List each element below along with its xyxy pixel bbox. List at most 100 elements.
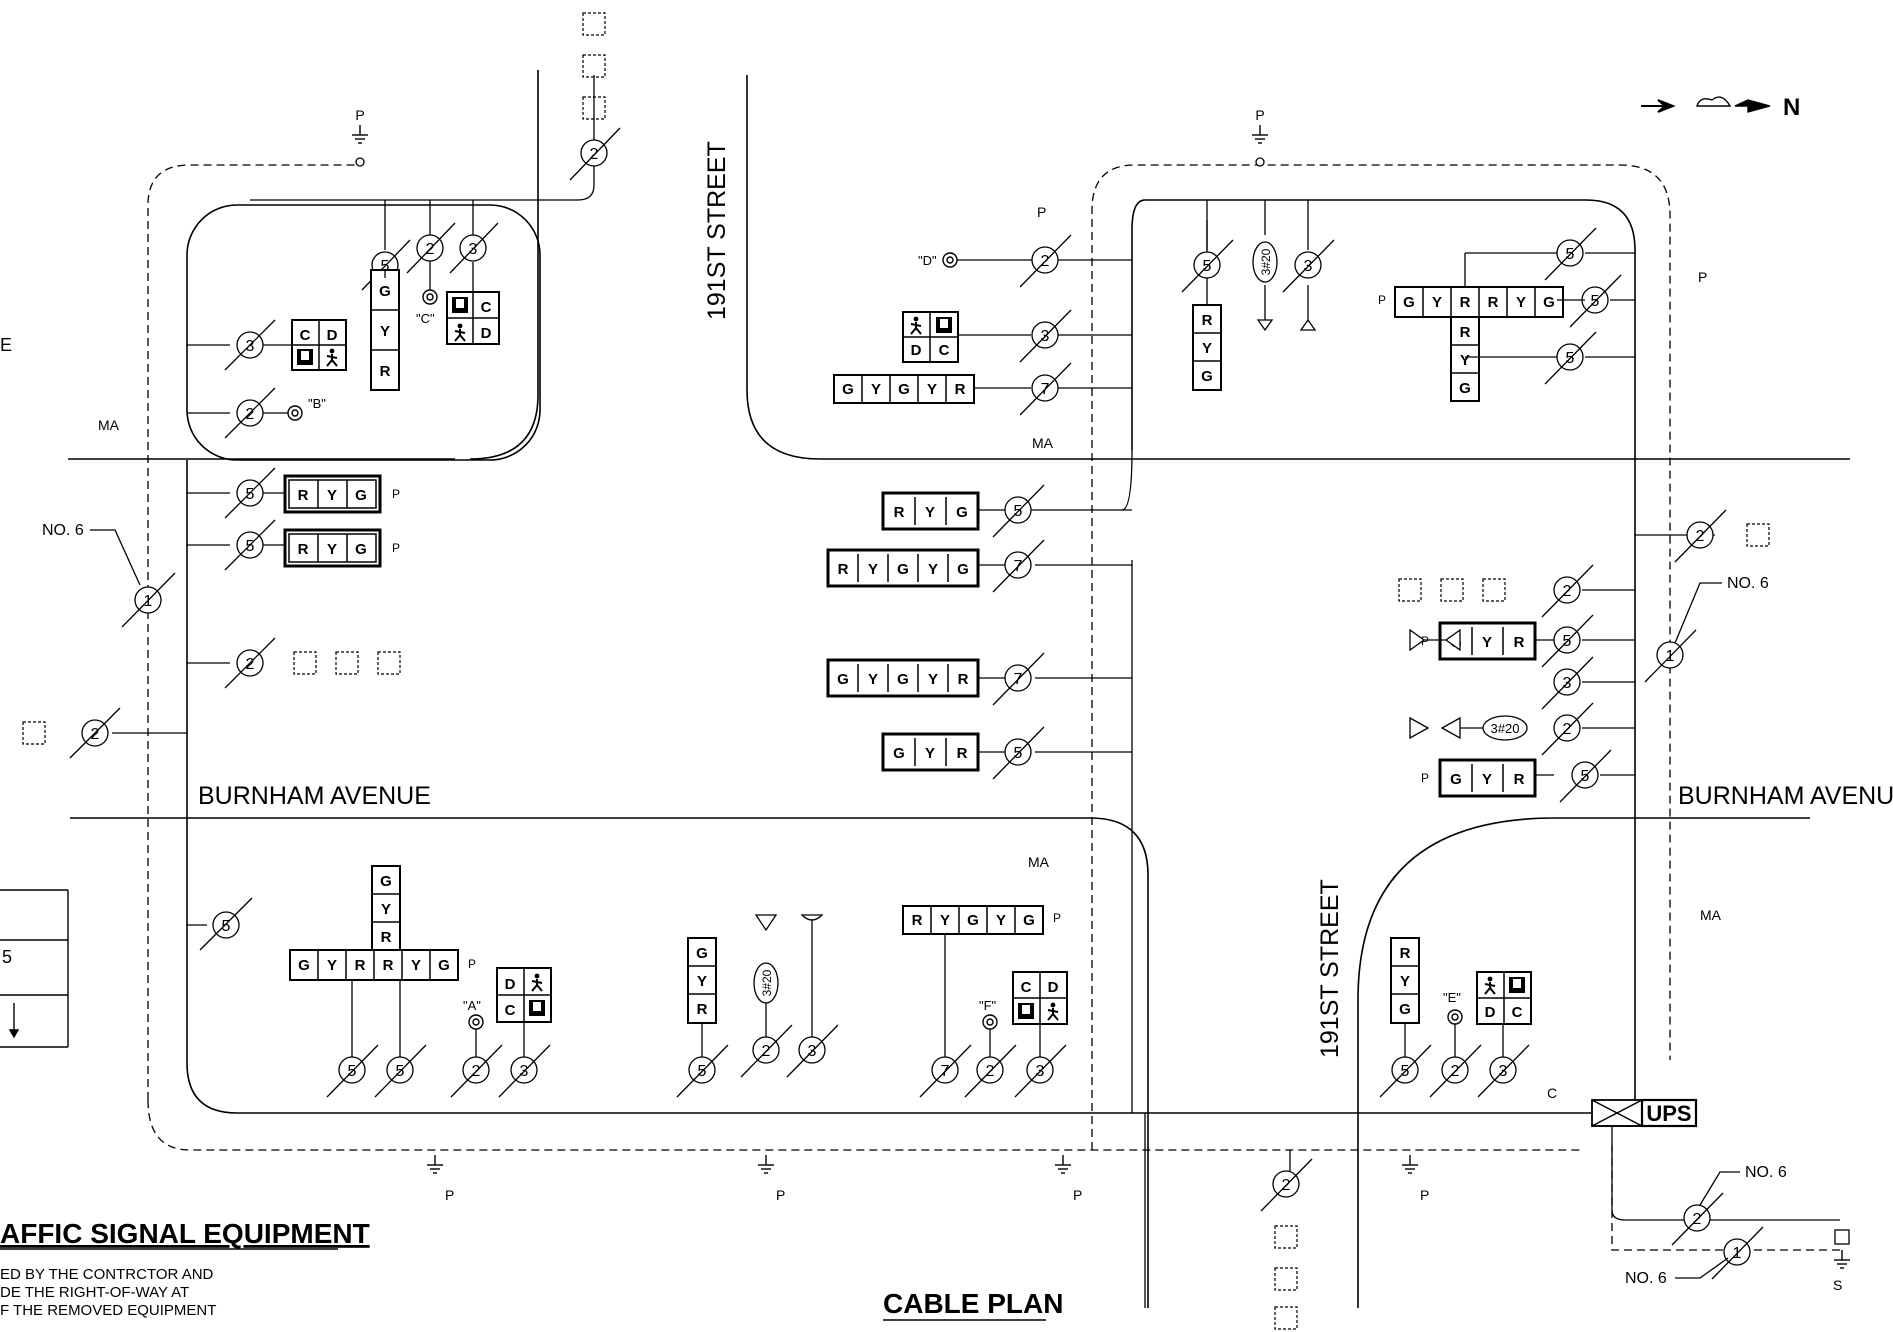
svg-text:1: 1 bbox=[144, 593, 153, 610]
svg-text:R: R bbox=[355, 957, 366, 974]
svg-text:Y: Y bbox=[871, 381, 881, 398]
svg-text:R: R bbox=[912, 912, 923, 929]
cable-circle: 2 bbox=[1541, 702, 1594, 756]
cable-circle: 2 bbox=[1674, 509, 1727, 563]
svg-text:7: 7 bbox=[1014, 671, 1023, 688]
equipment-heading: AFFIC SIGNAL EQUIPMENT bbox=[0, 1218, 370, 1249]
svg-text:Y: Y bbox=[925, 745, 935, 762]
svg-text:D: D bbox=[1048, 979, 1059, 996]
svg-text:Y: Y bbox=[327, 487, 337, 504]
svg-text:2: 2 bbox=[762, 1043, 771, 1060]
cable-circle: 5 bbox=[1544, 331, 1597, 385]
detectors: "C" "B" "D" "A" "F" "E" bbox=[287, 252, 1463, 1030]
svg-text:R: R bbox=[1514, 771, 1525, 788]
svg-text:P: P bbox=[445, 1187, 454, 1203]
cable-circle: 7 bbox=[919, 1044, 972, 1098]
svg-text:Y: Y bbox=[868, 671, 878, 688]
svg-text:R: R bbox=[838, 561, 849, 578]
cable-circle: 5 bbox=[199, 897, 253, 951]
svg-text:P: P bbox=[1255, 107, 1264, 123]
signal-head-horizontal: R Y G bbox=[881, 491, 980, 531]
signal-head-vertical: R Y G bbox=[1390, 937, 1420, 1024]
svg-text:3: 3 bbox=[1304, 258, 1313, 275]
svg-text:G: G bbox=[898, 381, 910, 398]
cable-size-markers: 2 5 2 3 3 2 5 5 1 2 2 5 5 5 2 3 5 2 3 7 … bbox=[69, 127, 1764, 1280]
svg-text:"E": "E" bbox=[1443, 990, 1461, 1005]
cable-circle: 3 bbox=[786, 1024, 839, 1078]
svg-text:NO. 6: NO. 6 bbox=[42, 522, 84, 539]
street-lines bbox=[68, 70, 1850, 1308]
cable-circle: 7 bbox=[992, 539, 1045, 593]
svg-text:C: C bbox=[1021, 979, 1032, 996]
svg-text:S: S bbox=[1833, 1277, 1842, 1293]
svg-text:5: 5 bbox=[1581, 768, 1590, 785]
svg-text:Y: Y bbox=[996, 912, 1006, 929]
svg-text:"F": "F" bbox=[979, 998, 997, 1013]
cable-circle: 5 bbox=[374, 1044, 427, 1098]
svg-text:P: P bbox=[1378, 293, 1386, 307]
svg-text:Y: Y bbox=[411, 957, 421, 974]
signal-head-horizontal: G Y R bbox=[881, 732, 980, 772]
svg-text:R: R bbox=[380, 363, 391, 380]
svg-text:R: R bbox=[1488, 294, 1499, 311]
cable-runs bbox=[112, 75, 1840, 1308]
svg-text:P: P bbox=[392, 487, 400, 501]
svg-text:Y: Y bbox=[1516, 294, 1526, 311]
svg-text:P: P bbox=[468, 957, 476, 971]
plan-title: CABLE PLAN bbox=[883, 1288, 1063, 1319]
svg-text:5: 5 bbox=[1566, 350, 1575, 367]
legend-table-value: 5 bbox=[2, 947, 12, 967]
svg-text:2: 2 bbox=[91, 726, 100, 743]
svg-text:R: R bbox=[1400, 945, 1411, 962]
svg-text:Y: Y bbox=[1432, 294, 1442, 311]
pedestrian-signal: C D bbox=[446, 291, 500, 345]
pedestrian-signal: C D bbox=[1012, 971, 1068, 1025]
svg-text:P: P bbox=[1420, 1187, 1429, 1203]
svg-text:"A": "A" bbox=[463, 998, 481, 1013]
conductor-callouts: NO. 6 NO. 6 NO. 6 NO. 6 bbox=[42, 522, 1787, 1287]
svg-text:R: R bbox=[1202, 312, 1213, 329]
svg-text:G: G bbox=[379, 283, 391, 300]
svg-text:G: G bbox=[1543, 294, 1555, 311]
svg-text:2: 2 bbox=[1563, 583, 1572, 600]
signal-heads: G Y R C D C D R bbox=[283, 269, 1564, 1025]
svg-text:R: R bbox=[1460, 294, 1471, 311]
cable-circle: 7 bbox=[992, 652, 1045, 706]
svg-text:2: 2 bbox=[986, 1063, 995, 1080]
signal-drops bbox=[263, 220, 1585, 1057]
conduit-dashed bbox=[147, 164, 1840, 1251]
svg-text:5: 5 bbox=[246, 538, 255, 555]
cable-circle: 5 bbox=[992, 484, 1045, 538]
svg-text:G: G bbox=[438, 957, 450, 974]
svg-text:5: 5 bbox=[1014, 745, 1023, 762]
svg-text:5: 5 bbox=[1014, 503, 1023, 520]
svg-text:D: D bbox=[911, 342, 922, 359]
svg-text:3: 3 bbox=[1041, 328, 1050, 345]
svg-text:Y: Y bbox=[928, 561, 938, 578]
signal-head-horizontal: G Y R P bbox=[1421, 621, 1537, 661]
svg-text:P: P bbox=[776, 1187, 785, 1203]
svg-text:NO. 6: NO. 6 bbox=[1727, 575, 1769, 592]
svg-text:3: 3 bbox=[1036, 1063, 1045, 1080]
svg-text:G: G bbox=[957, 561, 969, 578]
svg-text:Y: Y bbox=[380, 323, 390, 340]
signal-head-horizontal: G Y G Y R bbox=[826, 658, 980, 698]
svg-text:1: 1 bbox=[1666, 648, 1675, 665]
legend-table-fragment bbox=[0, 889, 69, 1048]
street-name-burnham-right: BURNHAM AVENUE bbox=[1678, 782, 1893, 810]
speaker-symbols bbox=[754, 285, 1483, 1037]
cable-circle: 3 bbox=[1541, 656, 1594, 710]
signal-head-vertical: G Y R bbox=[370, 269, 400, 391]
svg-text:Y: Y bbox=[327, 541, 337, 558]
svg-text:3: 3 bbox=[1499, 1063, 1508, 1080]
cable-circle: 2 bbox=[69, 707, 121, 759]
svg-text:G: G bbox=[298, 957, 310, 974]
svg-text:G: G bbox=[897, 671, 909, 688]
svg-text:3: 3 bbox=[1563, 675, 1572, 692]
svg-text:G: G bbox=[1399, 1001, 1411, 1018]
svg-text:"B": "B" bbox=[308, 396, 326, 411]
svg-text:G: G bbox=[355, 487, 367, 504]
svg-text:P: P bbox=[1421, 634, 1429, 648]
svg-text:C: C bbox=[505, 1002, 516, 1019]
svg-text:G: G bbox=[1201, 368, 1213, 385]
